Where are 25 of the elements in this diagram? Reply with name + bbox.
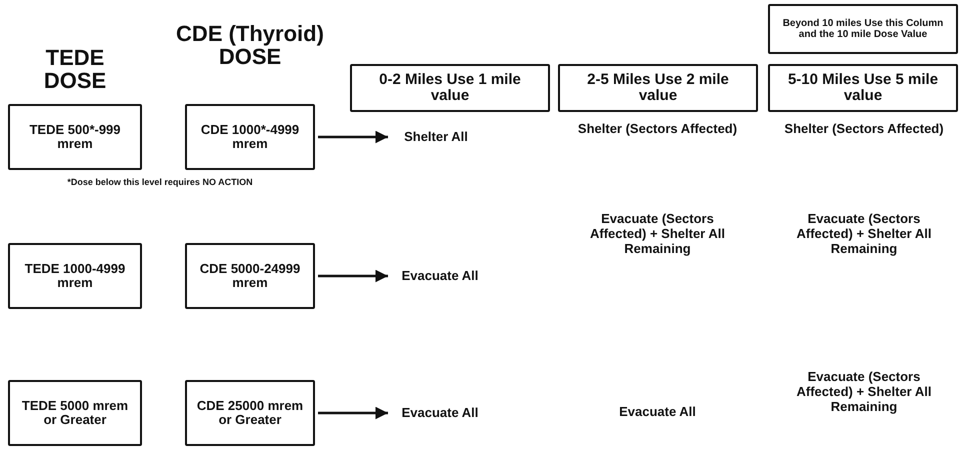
action-text: Evacuate All <box>390 403 490 423</box>
dose-box: CDE 25000 mrem or Greater <box>185 380 315 446</box>
table-cell-text: Evacuate All <box>618 405 697 420</box>
action-text: Evacuate All <box>390 266 490 286</box>
arrow <box>318 406 388 420</box>
arrow <box>318 130 388 144</box>
action-text: Shelter All <box>390 127 482 147</box>
table-cell-text: Evacuate (Sectors Affected) + Shelter All Remaining <box>589 212 726 257</box>
note-box: Beyond 10 miles Use this Column and the 10 mile Dose Value <box>768 4 958 54</box>
column-header-box: 0-2 Miles Use 1 mile value <box>350 64 550 112</box>
dose-box: CDE 5000-24999 mrem <box>185 243 315 309</box>
dose-box: TEDE 5000 mrem or Greater <box>8 380 142 446</box>
arrow <box>318 270 388 282</box>
column-header-box: 2-5 Miles Use 2 mile value <box>558 64 758 112</box>
column-heading: TEDE DOSE <box>42 46 108 92</box>
footnote: *Dose below this level requires NO ACTION <box>66 177 254 188</box>
table-cell-text: Evacuate (Sectors Affected) + Shelter All Remaining <box>796 370 932 415</box>
dose-box: TEDE 500*-999 mrem <box>8 104 142 170</box>
dose-box: TEDE 1000-4999 mrem <box>8 243 142 309</box>
column-header-box: 5-10 Miles Use 5 mile value <box>768 64 958 112</box>
dose-box: CDE 1000*-4999 mrem <box>185 104 315 170</box>
table-cell-text: Evacuate (Sectors Affected) + Shelter All Remaining <box>796 212 932 257</box>
table-cell-text: Shelter (Sectors Affected) <box>783 122 945 137</box>
column-heading: CDE (Thyroid) DOSE <box>175 22 325 68</box>
table-cell-text: Shelter (Sectors Affected) <box>576 122 738 137</box>
